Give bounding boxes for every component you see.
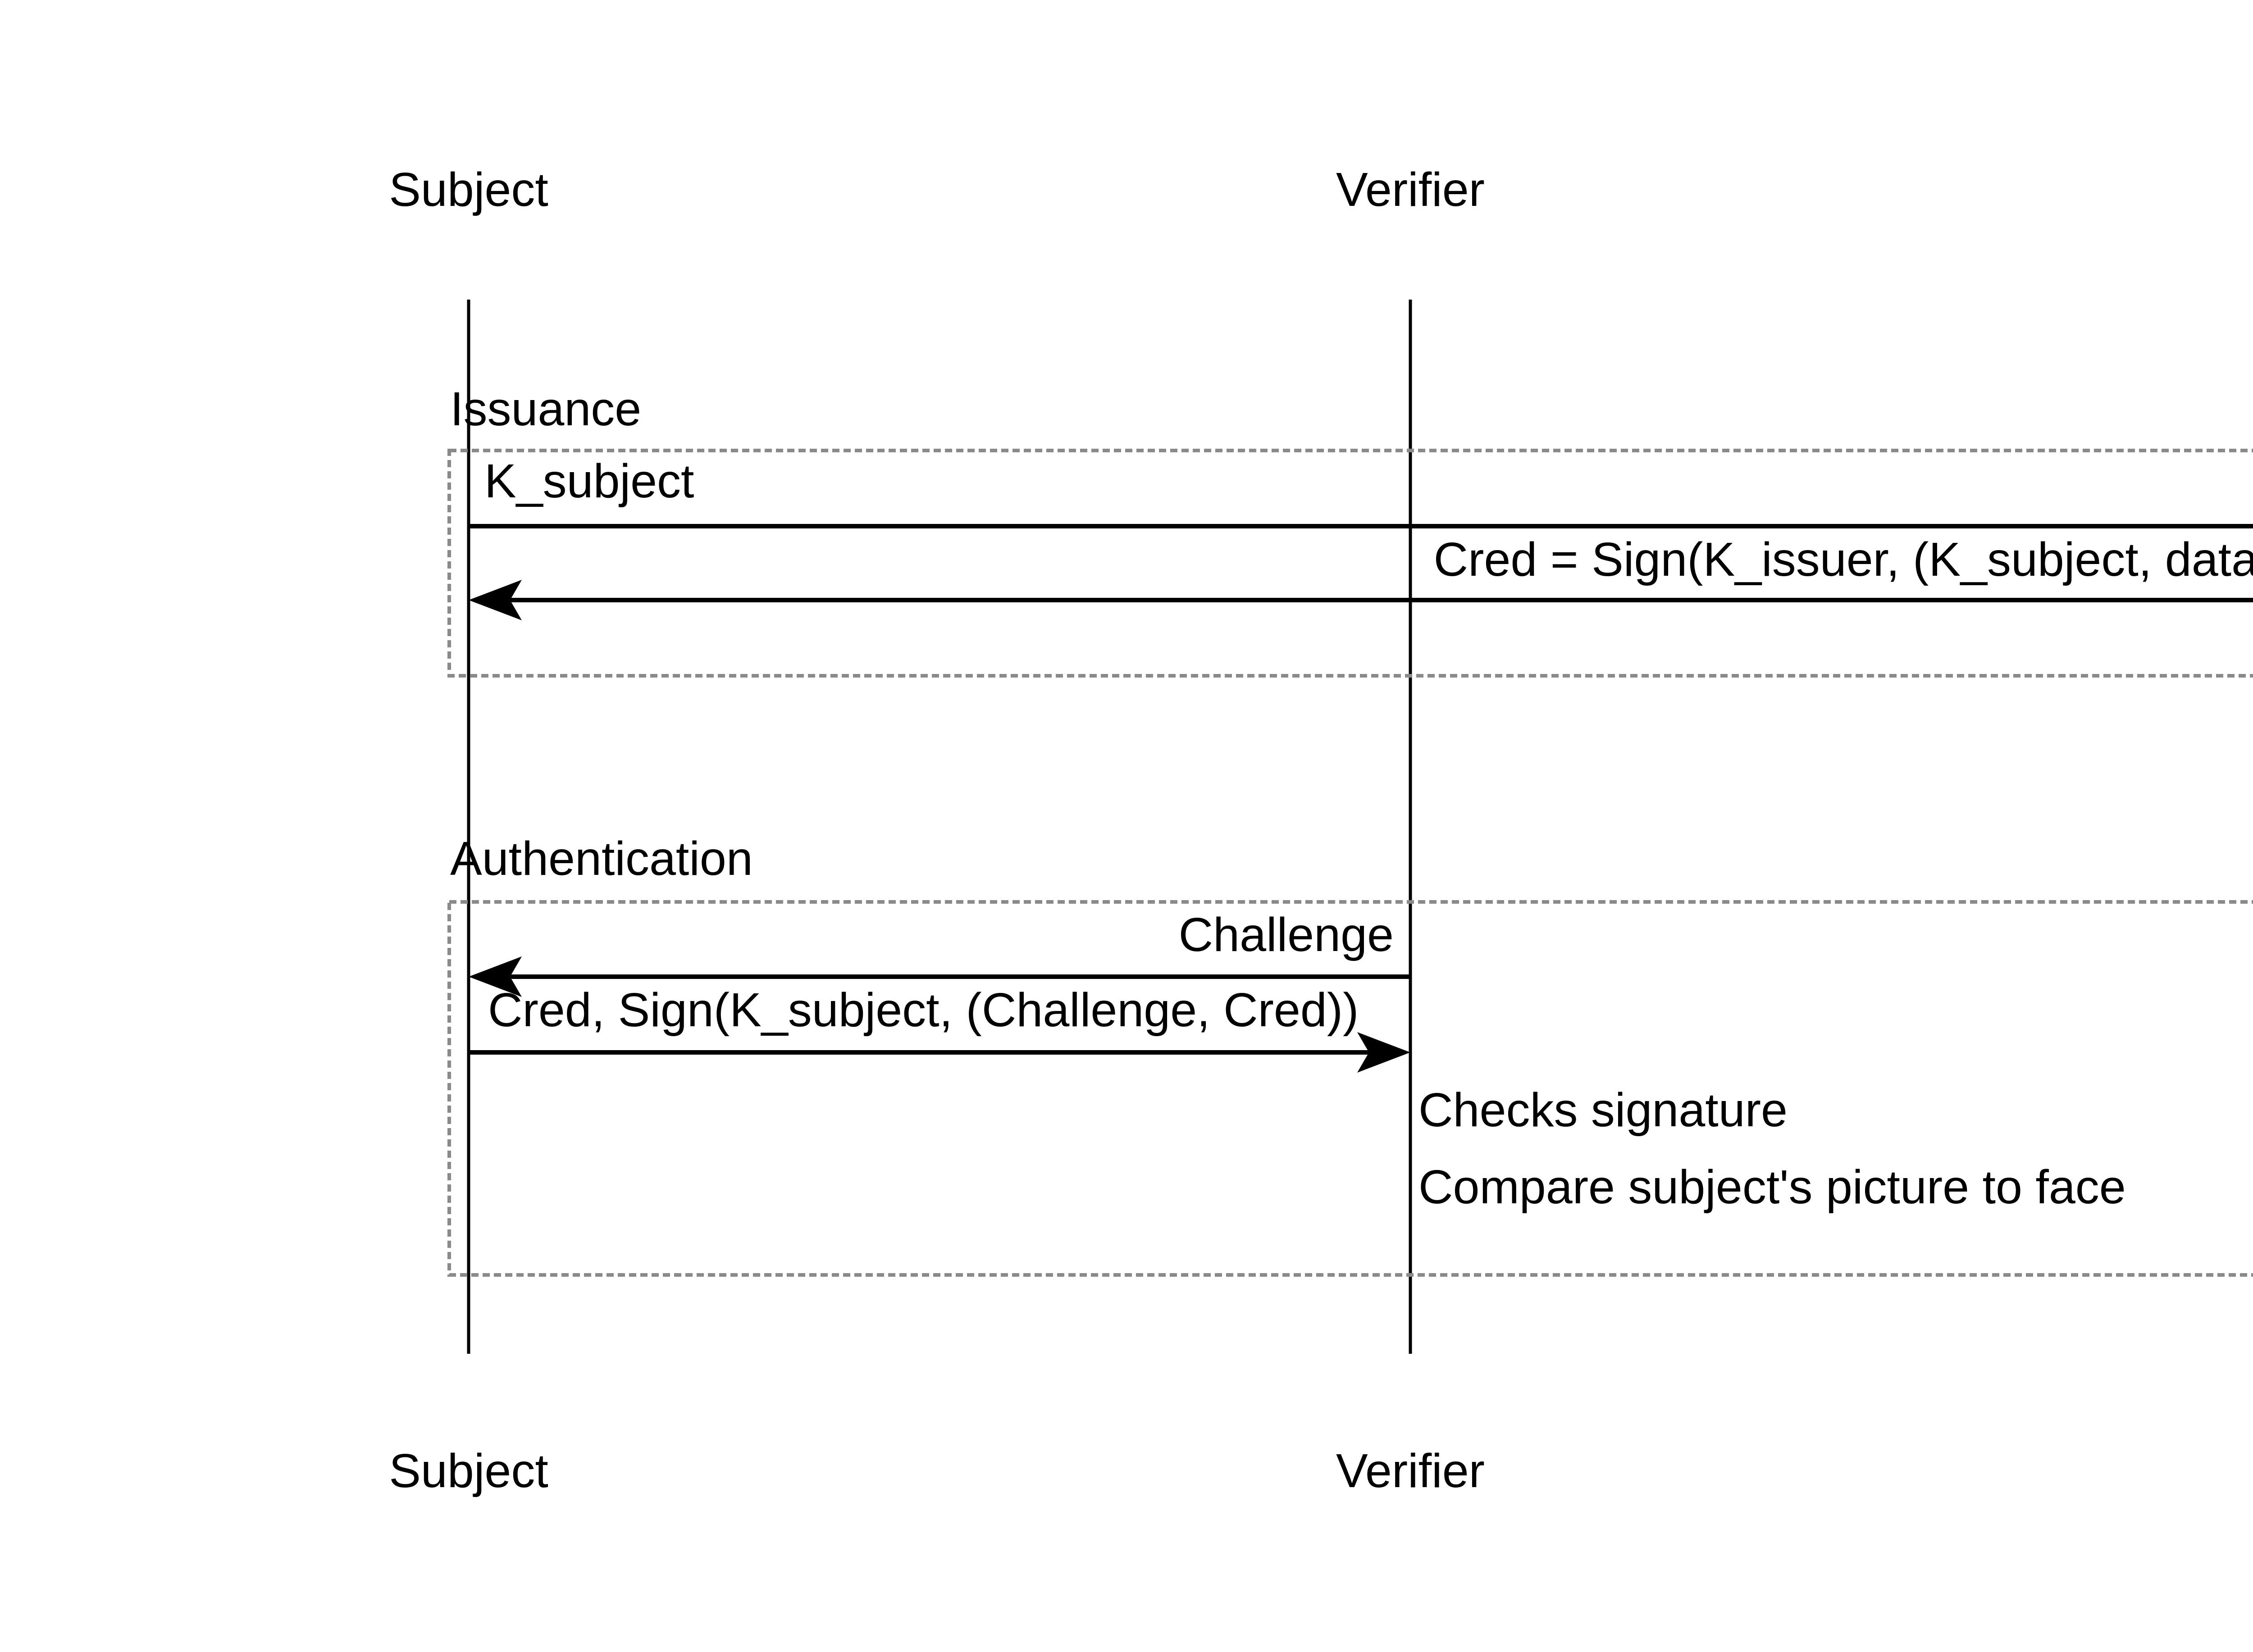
note-checks-signature: Checks signature: [1418, 1083, 1788, 1137]
arrowhead-left-icon: [469, 956, 522, 997]
actor-label-verifier-top: Verifier: [1336, 163, 1485, 216]
arrowhead-left-icon: [469, 580, 522, 620]
message-label-cred-present: Cred, Sign(K_subject, (Challenge, Cred)): [488, 983, 1359, 1037]
message-label-k-subject: K_subject: [484, 455, 694, 508]
group-label-issuance: Issuance: [450, 382, 642, 436]
arrowhead-right-icon: [1357, 1032, 1410, 1073]
actor-label-subject-bottom: Subject: [389, 1444, 548, 1497]
message-label-challenge: Challenge: [1178, 908, 1394, 961]
issuance-group-box: [447, 449, 2253, 678]
note-compare-picture: Compare subject's picture to face: [1418, 1160, 2126, 1214]
actor-label-subject-top: Subject: [389, 163, 548, 216]
group-label-authentication: Authentication: [450, 832, 753, 885]
authentication-group-box: [447, 900, 2253, 1277]
actor-label-verifier-bottom: Verifier: [1336, 1444, 1485, 1497]
message-label-cred-issue: Cred = Sign(K_issuer, (K_subject, data..…: [1433, 533, 2253, 586]
